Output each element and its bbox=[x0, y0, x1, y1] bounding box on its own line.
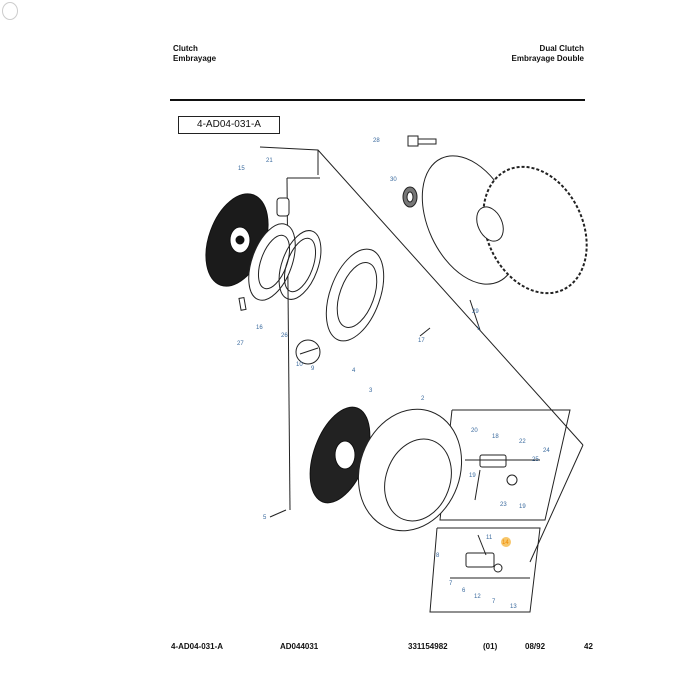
callout-22: 22 bbox=[519, 439, 526, 445]
header-left-title: Clutch bbox=[173, 44, 198, 53]
ring-part-26 bbox=[278, 230, 322, 300]
callout-6: 6 bbox=[462, 588, 466, 594]
diagram-ref-box: 4-AD04-031-A bbox=[178, 116, 280, 134]
callout-4: 4 bbox=[352, 368, 356, 374]
pressure-assembly-part-2 bbox=[357, 408, 463, 532]
callout-17: 17 bbox=[418, 338, 425, 344]
lever-group-lower bbox=[450, 534, 530, 579]
callout-13: 13 bbox=[510, 604, 517, 610]
callout-30: 30 bbox=[390, 177, 397, 183]
callout-2: 2 bbox=[421, 396, 425, 402]
sleeve-part-21 bbox=[276, 197, 290, 217]
callout-7b: 7 bbox=[492, 599, 496, 605]
callout-18: 18 bbox=[492, 434, 499, 440]
header-right: Dual Clutch Embrayage Double bbox=[512, 44, 584, 64]
callout-29: 29 bbox=[472, 309, 479, 315]
header-rule bbox=[170, 99, 585, 101]
callout-10: 10 bbox=[296, 362, 303, 368]
callout-8: 8 bbox=[436, 553, 440, 559]
callout-9: 9 bbox=[311, 366, 315, 372]
callout-19b: 19 bbox=[519, 504, 526, 510]
callout-25: 25 bbox=[532, 457, 539, 463]
footer-page: 42 bbox=[584, 642, 593, 651]
header-right-title: Dual Clutch bbox=[539, 44, 584, 53]
callout-20: 20 bbox=[471, 428, 478, 434]
callout-5: 5 bbox=[263, 515, 267, 521]
scan-corner-mark bbox=[2, 2, 18, 20]
footer-rev: (01) bbox=[483, 642, 498, 651]
plate-part-4 bbox=[325, 248, 385, 342]
callout-1: 1 bbox=[477, 326, 481, 332]
bolt-part-28 bbox=[407, 135, 437, 147]
callout-3: 3 bbox=[369, 388, 373, 394]
leader-17 bbox=[419, 327, 431, 337]
callout-26: 26 bbox=[281, 333, 288, 339]
callout-23: 23 bbox=[500, 502, 507, 508]
bearing-part-30 bbox=[402, 186, 418, 208]
callout-28: 28 bbox=[373, 138, 380, 144]
callout-24: 24 bbox=[543, 448, 550, 454]
highlight-marker-14 bbox=[501, 537, 511, 547]
callout-12: 12 bbox=[474, 594, 481, 600]
callout-11: 11 bbox=[486, 535, 493, 541]
leader-1 bbox=[469, 299, 481, 331]
footer-ref: 4-AD04-031-A bbox=[171, 642, 224, 651]
callout-19a: 19 bbox=[469, 473, 476, 479]
footer-code: AD044031 bbox=[280, 642, 319, 651]
detail-box-lower bbox=[429, 527, 541, 613]
lever-group-upper bbox=[465, 454, 540, 501]
callout-15: 15 bbox=[238, 166, 245, 172]
pin-part-27 bbox=[238, 296, 247, 311]
detail-circle-10-9 bbox=[295, 339, 321, 365]
callout-21: 21 bbox=[266, 158, 273, 164]
callout-14: 14 bbox=[502, 540, 509, 546]
frame-line-bottom bbox=[269, 509, 287, 518]
friction-disc-part-3 bbox=[309, 406, 371, 504]
footer-part-no: 331154982 bbox=[408, 642, 448, 651]
plate-part-16 bbox=[248, 223, 296, 301]
flywheel-part-29 bbox=[421, 155, 588, 295]
header-left-subtitle: Embrayage bbox=[173, 54, 217, 63]
header-right-subtitle: Embrayage Double bbox=[511, 54, 584, 63]
footer-date: 08/92 bbox=[525, 642, 546, 651]
callout-27: 27 bbox=[237, 341, 244, 347]
callout-7a: 7 bbox=[449, 581, 453, 587]
header-left: Clutch Embrayage bbox=[173, 44, 216, 64]
frame-line-right-lower bbox=[529, 444, 584, 563]
callout-16: 16 bbox=[256, 325, 263, 331]
